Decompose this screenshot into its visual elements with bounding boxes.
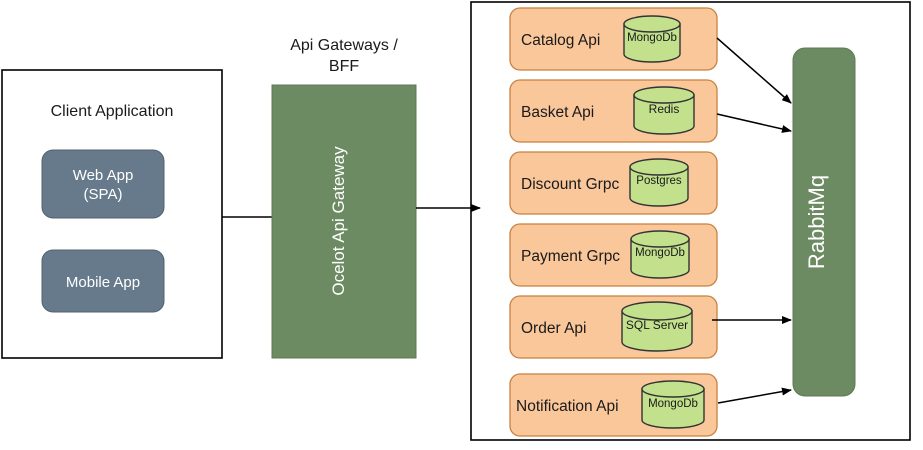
client-app-web[interactable]: Web App (SPA)	[41, 149, 165, 219]
service-payment-grpc[interactable]: Payment Grpc MongoDb	[509, 223, 718, 287]
service-discount-grpc[interactable]: Discount Grpc Postgres	[509, 151, 718, 215]
api-gateway-header-line1: Api Gateways /	[290, 37, 398, 54]
message-broker-rabbitmq-label: RabbitMq	[804, 175, 829, 269]
service-catalog-api[interactable]: Catalog Api MongoDb	[509, 7, 718, 71]
service-basket-api-label: Basket Api	[521, 104, 594, 121]
client-app-web-label: Web App	[73, 167, 134, 184]
database-sqlserver-order: SQL Server	[621, 301, 693, 352]
api-gateway-header: Api Gateways / BFF	[290, 37, 398, 75]
service-order-api[interactable]: Order Api SQL Server	[509, 295, 718, 359]
client-app-mobile-label: Mobile App	[66, 274, 140, 291]
database-mongodb-notification-label: MongoDb	[648, 398, 698, 410]
database-redis-basket-label: Redis	[649, 102, 680, 116]
database-mongodb-catalog: MongoDb	[623, 15, 681, 63]
microservices-container	[470, 1, 911, 441]
client-app-web-sublabel: (SPA)	[84, 186, 123, 203]
service-notification-api[interactable]: Notification Api MongoDb	[509, 373, 718, 437]
message-broker-rabbitmq[interactable]: RabbitMq	[792, 47, 856, 397]
database-mongodb-payment: MongoDb	[630, 230, 690, 279]
database-postgres-discount-label: Postgres	[636, 175, 682, 187]
arrow-catalog-to-rabbitmq	[716, 37, 792, 104]
database-postgres-discount: Postgres	[629, 158, 689, 207]
database-sqlserver-order-label: SQL Server	[626, 318, 688, 332]
client-app-mobile[interactable]: Mobile App	[41, 249, 165, 313]
arrow-basket-to-rabbitmq	[716, 113, 792, 133]
service-catalog-api-label: Catalog Api	[521, 32, 600, 49]
service-discount-grpc-label: Discount Grpc	[521, 176, 619, 193]
client-application-title: Client Application	[51, 103, 174, 120]
database-mongodb-payment-label: MongoDb	[635, 247, 685, 259]
ocelot-api-gateway-box[interactable]: Ocelot Api Gateway	[271, 84, 417, 359]
service-basket-api[interactable]: Basket Api Redis	[509, 79, 718, 143]
database-mongodb-notification: MongoDb	[641, 380, 705, 429]
api-gateway-header-line2: BFF	[329, 58, 359, 75]
service-notification-api-label: Notification Api	[516, 398, 619, 415]
service-order-api-label: Order Api	[521, 320, 586, 337]
arrow-notification-to-rabbitmq	[717, 387, 792, 404]
database-redis-basket: Redis	[633, 86, 695, 135]
database-mongodb-catalog-label: MongoDb	[627, 32, 677, 44]
ocelot-api-gateway-label: Ocelot Api Gateway	[329, 146, 348, 296]
service-payment-grpc-label: Payment Grpc	[521, 248, 620, 265]
